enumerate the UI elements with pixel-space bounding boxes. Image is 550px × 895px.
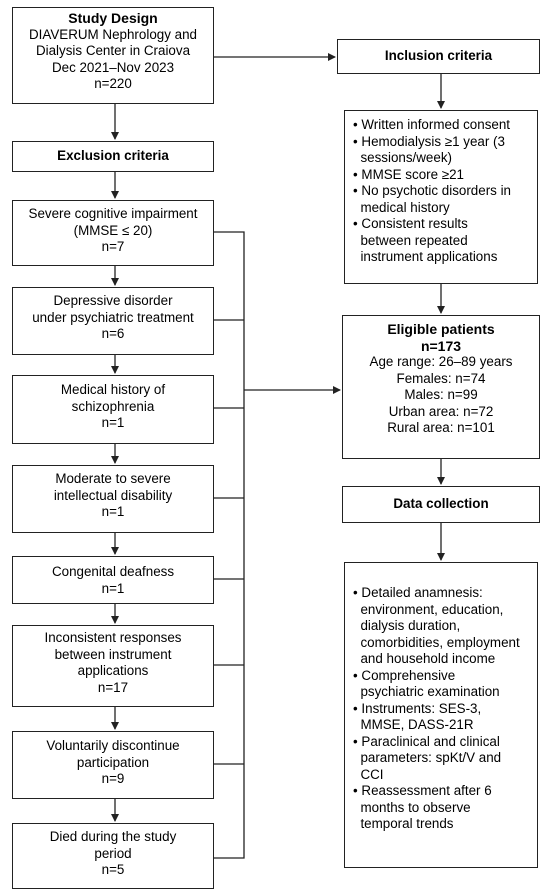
data-collection-item: • Comprehensive: [353, 667, 456, 683]
exclusion-item-text: intellectual disability: [53, 487, 173, 503]
exclusion-item-cognitive: Severe cognitive impairment (MMSE ≤ 20) …: [12, 200, 214, 266]
inclusion-criterion: medical history: [353, 199, 450, 215]
eligible-patients-title: Eligible patients: [387, 321, 495, 337]
exclusion-item-schizophrenia: Medical history of schizophrenia n=1: [12, 375, 214, 444]
exclusion-item-count: n=9: [101, 771, 125, 786]
exclusion-item-text: Inconsistent responses: [44, 630, 182, 645]
exclusion-item-count: n=1: [101, 580, 125, 596]
exclusion-item-count: n=6: [101, 326, 125, 341]
eligible-patients-detail: Urban area: n=72: [388, 403, 494, 419]
exclusion-item-text: Voluntarily discontinue: [46, 738, 180, 753]
exclusion-item-text: Medical history of: [60, 382, 166, 397]
inclusion-criterion: • Hemodialysis ≥1 year (3: [353, 133, 505, 149]
data-collection-item: parameters: spKt/V and: [353, 750, 502, 765]
inclusion-criteria-header: Inclusion criteria: [337, 39, 540, 74]
exclusion-item-inconsistent: Inconsistent responses between instrumen…: [12, 625, 214, 707]
data-collection-header: Data collection: [342, 486, 540, 523]
eligible-patients-detail: Females: n=74: [396, 370, 486, 386]
inclusion-criterion: • No psychotic disorders in: [353, 183, 512, 198]
inclusion-criterion: between repeated: [353, 232, 468, 248]
eligible-patients-detail: Rural area: n=101: [387, 420, 495, 435]
exclusion-item-count: n=5: [101, 862, 125, 877]
data-collection-list: • Detailed anamnesis: environment, educa…: [344, 562, 538, 868]
data-collection-item: environment, education,: [353, 601, 504, 617]
exclusion-item-count: n=7: [101, 239, 125, 254]
data-collection-item: • Instruments: SES-3,: [353, 700, 482, 716]
study-design-count: n=220: [94, 76, 132, 91]
exclusion-item-text: between instrument: [54, 646, 172, 662]
inclusion-criterion: instrument applications: [353, 249, 498, 264]
inclusion-criterion: sessions/week): [353, 150, 452, 165]
exclusion-criteria-header: Exclusion criteria: [12, 141, 214, 172]
collector-bus: [214, 231, 245, 859]
inclusion-criterion: • Consistent results: [353, 216, 468, 231]
data-collection-item: and household income: [353, 651, 496, 666]
inclusion-criterion: • Written informed consent: [353, 117, 511, 132]
study-design-line: DIAVERUM Nephrology and: [29, 26, 197, 42]
study-design-box: Study Design DIAVERUM Nephrology and Dia…: [12, 7, 214, 104]
exclusion-criteria-label: Exclusion criteria: [57, 148, 169, 163]
exclusion-item-text: (MMSE ≤ 20): [73, 222, 153, 238]
eligible-patients-count: n=173: [420, 337, 462, 354]
exclusion-item-text: schizophrenia: [71, 398, 155, 414]
exclusion-item-discontinued: Voluntarily discontinue participation n=…: [12, 731, 214, 799]
exclusion-item-count: n=17: [97, 679, 129, 695]
data-collection-item: • Paraclinical and clinical: [353, 733, 500, 749]
data-collection-item: temporal trends: [353, 816, 454, 831]
study-design-line: Dec 2021–Nov 2023: [51, 59, 175, 75]
exclusion-item-text: participation: [76, 754, 150, 770]
exclusion-item-text: applications: [77, 663, 149, 678]
data-collection-item: months to observe: [353, 799, 471, 815]
data-collection-item: • Reassessment after 6: [353, 783, 492, 798]
exclusion-item-deafness: Congenital deafness n=1: [12, 556, 214, 604]
data-collection-item: dialysis duration,: [353, 618, 461, 633]
exclusion-item-text: Congenital deafness: [51, 564, 175, 579]
inclusion-criteria-label: Inclusion criteria: [384, 48, 493, 63]
exclusion-item-text: Depressive disorder: [53, 293, 173, 308]
inclusion-criteria-list: • Written informed consent • Hemodialysi…: [344, 110, 538, 284]
exclusion-item-text: Moderate to severe: [55, 471, 171, 486]
eligible-patients-detail: Males: n=99: [404, 387, 478, 402]
exclusion-item-depressive: Depressive disorder under psychiatric tr…: [12, 287, 214, 355]
exclusion-item-intellectual: Moderate to severe intellectual disabili…: [12, 465, 214, 533]
exclusion-item-text: Died during the study: [49, 829, 177, 844]
exclusion-item-count: n=1: [101, 415, 125, 430]
exclusion-item-text: period: [94, 845, 132, 861]
data-collection-item: MMSE, DASS-21R: [353, 717, 474, 732]
eligible-patients-box: Eligible patients n=173 Age range: 26–89…: [342, 315, 540, 459]
exclusion-item-died: Died during the study period n=5: [12, 823, 214, 889]
data-collection-item: • Detailed anamnesis:: [353, 585, 483, 600]
study-design-line: Dialysis Center in Craiova: [35, 43, 191, 58]
exclusion-item-count: n=1: [101, 504, 125, 519]
inclusion-criterion: • MMSE score ≥21: [353, 166, 465, 182]
study-design-title: Study Design: [68, 10, 158, 26]
data-collection-item: CCI: [353, 766, 384, 782]
data-collection-label: Data collection: [393, 496, 489, 511]
data-collection-item: psychiatric examination: [353, 684, 500, 699]
exclusion-item-text: under psychiatric treatment: [32, 309, 194, 325]
data-collection-item: comorbidities, employment: [353, 634, 520, 650]
eligible-patients-detail: Age range: 26–89 years: [369, 354, 513, 369]
exclusion-item-text: Severe cognitive impairment: [28, 206, 198, 221]
